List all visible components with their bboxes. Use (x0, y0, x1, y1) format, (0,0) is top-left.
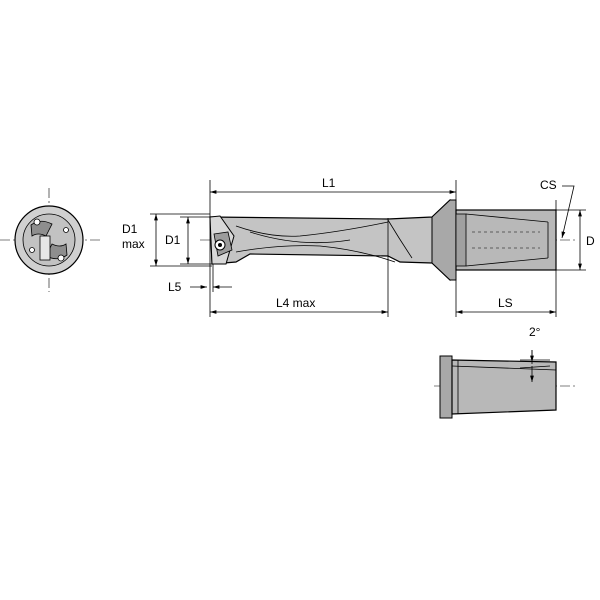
label-LS: LS (498, 296, 513, 310)
end-view-insert (39, 235, 51, 261)
drill-flange (431, 199, 457, 281)
end-view-coolant-hole-2 (57, 254, 65, 262)
label-L5: L5 (168, 280, 182, 294)
end-view-coolant-hole-3 (63, 227, 69, 233)
drill-flute-body (209, 199, 457, 281)
label-L1: L1 (322, 176, 336, 190)
shank-neck (455, 213, 467, 267)
label-L4-max: L4 max (276, 296, 315, 310)
detail-shank (451, 359, 557, 415)
label-D: D (586, 234, 595, 248)
end-view-coolant-hole-4 (29, 247, 35, 253)
label-D1-max-line2: max (122, 237, 145, 251)
end-view-coolant-hole-1 (33, 218, 41, 226)
label-D1-max-line1: D1 (122, 222, 138, 236)
drill-shank (455, 209, 557, 271)
label-angle: 2° (529, 325, 541, 339)
shank-detail-view (434, 350, 575, 419)
drill-body (200, 199, 575, 281)
label-D1: D1 (165, 233, 181, 247)
end-view (0, 188, 100, 292)
label-CS: CS (540, 178, 557, 192)
CS-leader (561, 185, 575, 239)
detail-flange (439, 355, 453, 419)
dimension-lines (150, 180, 586, 317)
